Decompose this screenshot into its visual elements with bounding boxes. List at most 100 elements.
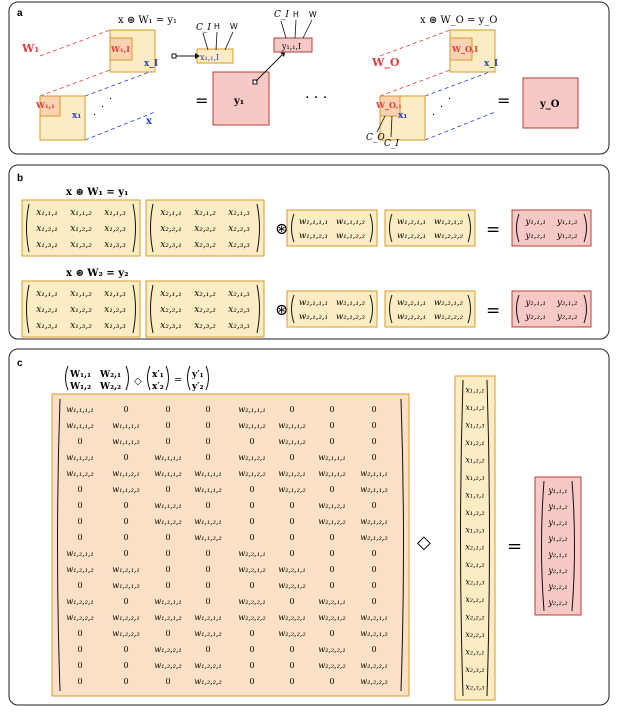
big-matrix-cell: 0 xyxy=(249,533,254,542)
big-matrix-cell: w₁,₂,₂,₂ xyxy=(112,629,139,638)
kernel-back-square-O xyxy=(449,37,473,61)
pointer-W-a xyxy=(224,31,234,51)
big-matrix-cell: 0 xyxy=(289,517,294,526)
output-anchor xyxy=(252,79,258,85)
x-vector-cell: x₁,₃,₂ xyxy=(465,508,484,517)
pointer-CI-a xyxy=(202,32,209,51)
big-matrix-cell: w₁,₂,₁,₂ xyxy=(66,565,93,574)
big-matrix-cell: w₁,₁,₁,₁ xyxy=(154,453,181,462)
x-vector-cell: x₁,₂,₁ xyxy=(465,438,484,447)
block-W11: W₁,₁ xyxy=(69,370,91,380)
big-matrix-cell: w₂,₂,₂,₁ xyxy=(238,597,265,606)
output-matrix-cell: y₁,₂,₁ xyxy=(525,231,546,241)
big-matrix-cell: 0 xyxy=(371,549,376,558)
x2-matrix-cell: x₂,₁,₃ xyxy=(228,289,250,299)
kernel-a-matrix-rparen xyxy=(369,213,373,243)
x2-matrix-rparen xyxy=(256,284,260,334)
big-matrix-cell: 0 xyxy=(371,437,376,446)
x2-matrix-cell: x₂,₂,₂ xyxy=(194,305,216,315)
x-vector-cell: x₂,₃,₂ xyxy=(465,665,484,674)
big-matrix-cell: 0 xyxy=(165,405,170,414)
big-matrix-cell: 0 xyxy=(77,645,82,654)
big-matrix-cell: 0 xyxy=(371,645,376,654)
block-y-rparen xyxy=(205,365,209,391)
big-matrix-cell: 0 xyxy=(77,629,82,638)
big-matrix-cell: 0 xyxy=(371,597,376,606)
diamond-operator: ◇ xyxy=(417,532,431,553)
big-matrix-cell: w₁,₁,₁,₂ xyxy=(154,469,181,478)
label-CI-right: C_I xyxy=(384,139,399,149)
x2-matrix-lparen xyxy=(150,284,154,334)
kernel-a-matrix-rparen xyxy=(369,294,373,324)
x1-matrix-box xyxy=(21,199,141,257)
eq-b1: x ⊛ W₁ = y₁ xyxy=(66,187,128,198)
big-matrix-cell: 0 xyxy=(329,421,334,430)
output-yO xyxy=(522,77,579,129)
big-matrix-cell: 0 xyxy=(289,597,294,606)
x2-matrix-lparen xyxy=(150,203,154,253)
big-matrix-cell: w₁,₂,₂,₁ xyxy=(112,613,139,622)
big-matrix-cell: 0 xyxy=(289,405,294,414)
big-matrix-cell: 0 xyxy=(77,661,82,670)
kernel-b-matrix-rparen xyxy=(467,213,471,243)
block-W12: W₁,₂ xyxy=(69,382,91,392)
big-matrix-rparen xyxy=(400,398,404,692)
output-matrix-rparen xyxy=(583,294,587,324)
big-matrix-cell: w₁,₁,₂,₂ xyxy=(154,517,181,526)
output-matrix-cell: y₂,₁,₁ xyxy=(525,298,546,308)
big-matrix-cell: w₁,₂,₁,₁ xyxy=(194,613,221,622)
big-matrix-cell: 0 xyxy=(165,421,170,430)
diag-dots-right-2: · xyxy=(440,102,443,113)
diag-dots-right: · xyxy=(432,110,435,121)
big-matrix-cell: w₁,₁,₂,₁ xyxy=(194,517,221,526)
label-W1: W₁ xyxy=(21,42,39,55)
big-matrix-cell: 0 xyxy=(371,421,376,430)
x1-matrix-cell: x₁,₃,₂ xyxy=(70,240,92,250)
big-matrix-cell: w₂,₁,₂,₂ xyxy=(278,485,305,494)
x1-matrix-cell: x₁,₂,₂ xyxy=(70,224,92,234)
label-W-a: W xyxy=(230,22,238,31)
x1-matrix-cell: x₁,₃,₂ xyxy=(70,321,92,331)
big-matrix-cell: w₁,₁,₁,₁ xyxy=(194,469,221,478)
big-matrix-cell: 0 xyxy=(289,501,294,510)
output-matrix-cell: y₁,₁,₁ xyxy=(525,217,546,227)
x-vector-cell: x₂,₂,₂ xyxy=(465,613,484,622)
x2-matrix-cell: x₂,₂,₁ xyxy=(160,224,182,234)
big-matrix-cell: w₂,₁,₁,₁ xyxy=(360,469,387,478)
big-matrix-cell: w₂,₁,₂,₂ xyxy=(360,533,387,542)
x2-matrix-cell: x₂,₃,₂ xyxy=(194,321,216,331)
big-matrix-cell: 0 xyxy=(289,453,294,462)
x1-matrix-lparen xyxy=(26,284,30,334)
big-matrix-cell: 0 xyxy=(329,533,334,542)
patch-anchor-left xyxy=(171,53,177,59)
x-vector-cell: x₁,₁,₂ xyxy=(465,403,484,412)
big-matrix-cell: 0 xyxy=(249,485,254,494)
big-matrix-cell: 0 xyxy=(205,581,210,590)
big-matrix-cell: w₁,₁,₂,₂ xyxy=(66,469,93,478)
output-matrix-cell: y₂,₂,₂ xyxy=(556,312,578,322)
big-matrix-lparen xyxy=(57,398,61,692)
label-W1I: W₁,I xyxy=(110,44,130,54)
big-matrix-cell: 0 xyxy=(123,501,128,510)
x2-matrix-rparen xyxy=(256,203,260,253)
x2-matrix-cell: x₂,₃,₃ xyxy=(228,321,250,331)
panel-a-frame xyxy=(8,1,610,155)
x1-matrix-rparen xyxy=(132,284,136,334)
big-matrix-cell: 0 xyxy=(77,485,82,494)
label-WO1: W_O,₁ xyxy=(375,100,402,110)
x1-matrix-box xyxy=(21,280,141,338)
diag-dots-left-2: · xyxy=(101,102,104,113)
x-vector-cell: x₂,₁,₁ xyxy=(465,543,484,552)
big-matrix-cell: 0 xyxy=(123,645,128,654)
x2-matrix-box xyxy=(145,280,265,338)
big-matrix-cell: 0 xyxy=(123,661,128,670)
kernel-front-square-O xyxy=(379,95,401,117)
big-matrix-cell: w₁,₁,₁,₂ xyxy=(194,485,221,494)
big-matrix-cell: w₁,₁,₂,₂ xyxy=(112,485,139,494)
conv-operator: ⊛ xyxy=(275,219,288,238)
y-vector-cell: y₂,₂,₁ xyxy=(547,582,567,591)
big-matrix-cell: 0 xyxy=(205,565,210,574)
x1-matrix-rparen xyxy=(132,203,136,253)
big-matrix-cell: 0 xyxy=(205,549,210,558)
